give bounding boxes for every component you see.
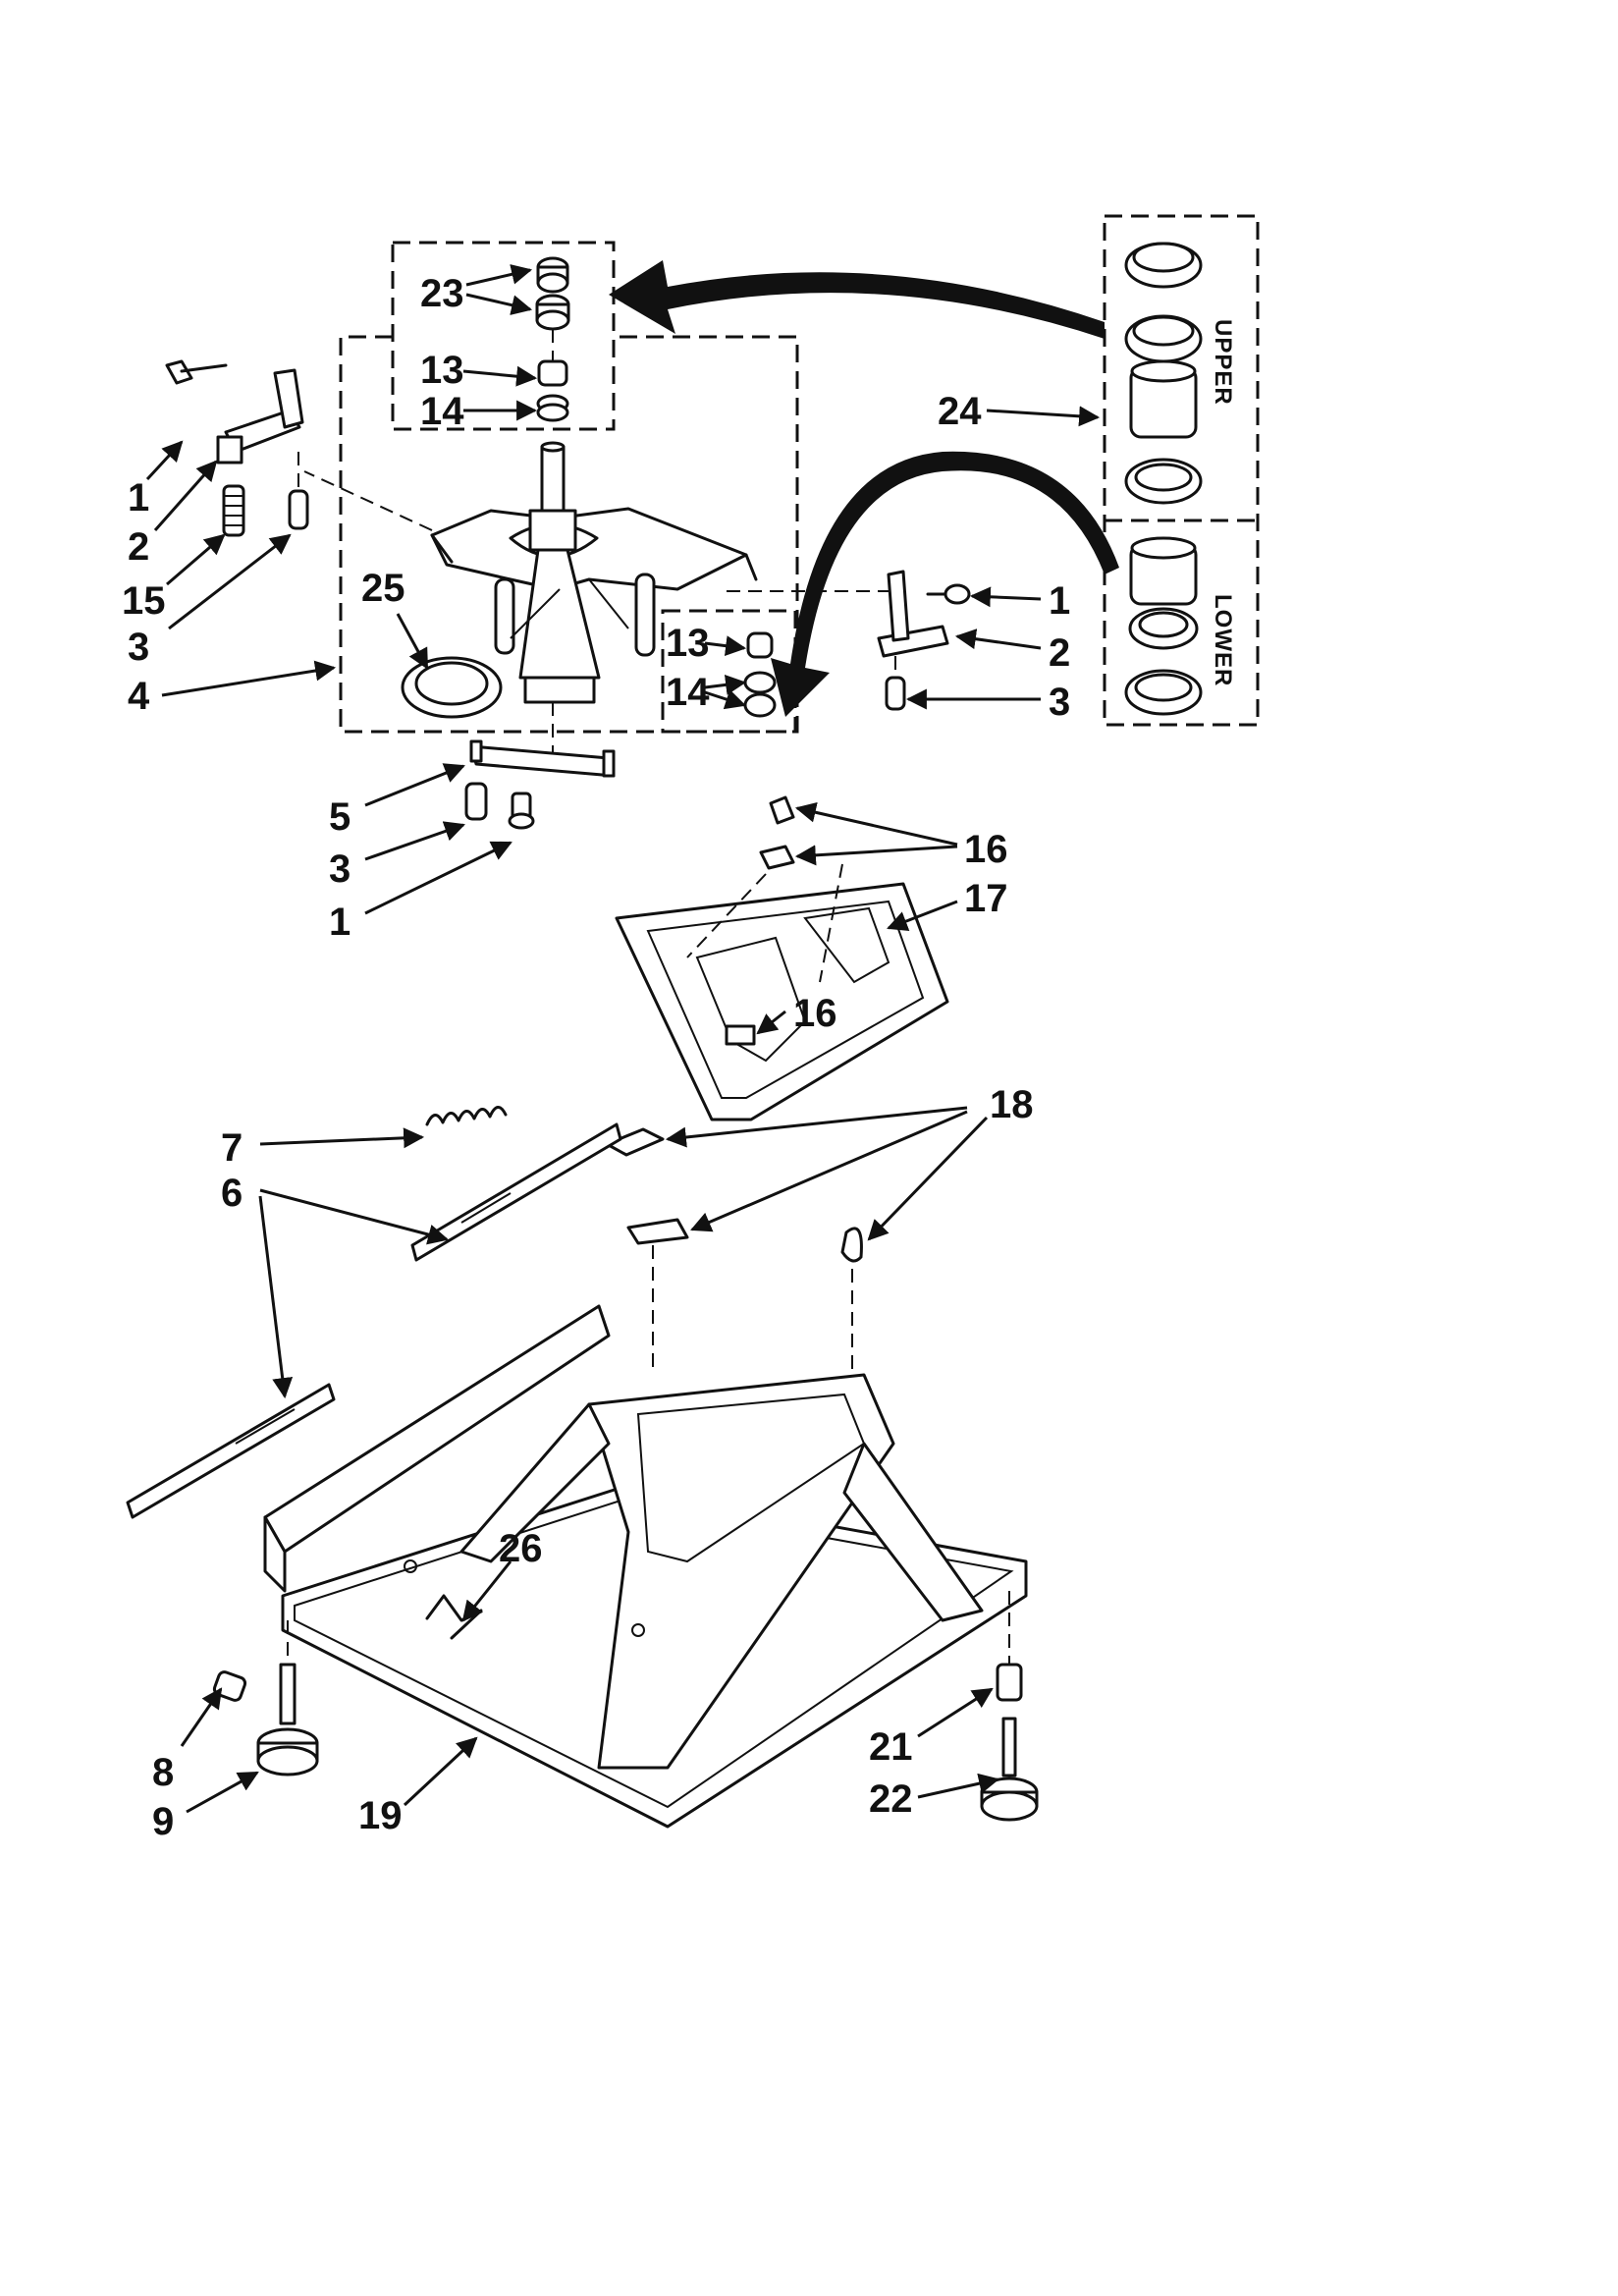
gearcase-box-dashed [339, 335, 799, 734]
callout-1-bottom: 1 [329, 901, 351, 944]
callout-2-right: 2 [1049, 631, 1070, 675]
callout-1-right: 1 [1049, 579, 1070, 623]
callout-18: 18 [990, 1083, 1034, 1126]
bearing-kit-box: UPPER LOWER [1103, 214, 1260, 727]
callout-9: 9 [152, 1800, 174, 1843]
kit-upper-arrow [609, 260, 1105, 339]
base-frame [212, 1304, 1039, 1829]
leader-lines [145, 264, 1101, 1814]
callout-labels: 23 13 14 1 2 15 3 4 25 13 14 1 2 3 5 3 1… [122, 272, 1070, 1843]
callout-15: 15 [122, 579, 166, 623]
callout-25: 25 [361, 567, 405, 610]
callout-14-top: 14 [420, 390, 464, 433]
callout-16-top: 16 [964, 828, 1008, 871]
spring-and-bars [126, 1106, 622, 1519]
callout-26: 26 [499, 1527, 543, 1570]
bottom-suspension-bracket [464, 739, 616, 830]
lower-bearings [743, 631, 777, 718]
callout-3-bottom: 3 [329, 847, 351, 891]
callout-21: 21 [869, 1725, 913, 1769]
seal-ring [401, 656, 503, 719]
callout-3-left: 3 [128, 626, 149, 669]
callout-6: 6 [221, 1172, 243, 1215]
platform-group [605, 795, 949, 1385]
callout-8: 8 [152, 1751, 174, 1794]
callout-7: 7 [221, 1126, 243, 1170]
callout-4: 4 [128, 675, 150, 718]
callout-24: 24 [938, 390, 982, 433]
kit-upper-label: UPPER [1210, 319, 1236, 406]
kit-lower-label: LOWER [1210, 594, 1236, 686]
bearing-stack [535, 256, 570, 422]
callout-22: 22 [869, 1777, 913, 1821]
callout-14-lower: 14 [666, 671, 710, 714]
callout-13-top: 13 [420, 349, 464, 392]
left-suspension-bracket [165, 359, 309, 537]
callout-3-right: 3 [1049, 681, 1070, 724]
right-suspension-bracket [877, 570, 971, 711]
callout-2-left: 2 [128, 525, 149, 569]
gearcase-spider [303, 441, 889, 756]
callout-13-lower: 13 [666, 622, 710, 665]
callout-23: 23 [420, 272, 464, 315]
callout-17: 17 [964, 877, 1008, 920]
kit-lower-arrow [771, 451, 1119, 717]
gearcase-assembly-group [165, 241, 971, 830]
callout-19: 19 [358, 1794, 403, 1837]
callout-5: 5 [329, 795, 351, 839]
callout-16-platform: 16 [793, 992, 837, 1035]
callout-1-left: 1 [128, 476, 149, 519]
